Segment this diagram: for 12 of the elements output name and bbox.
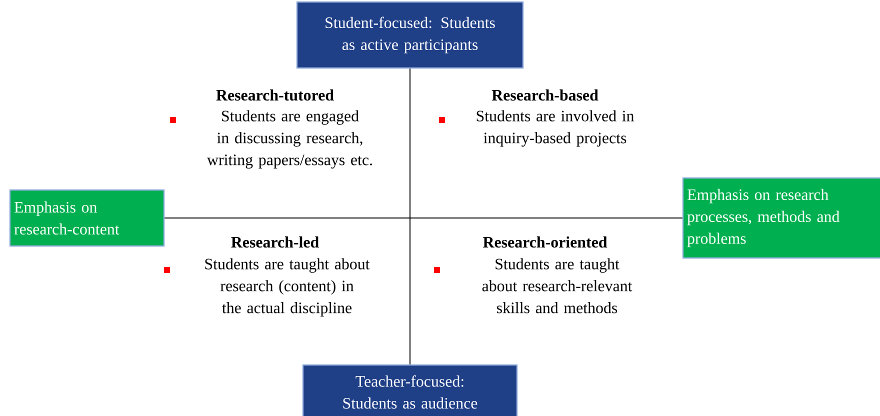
bullet-text: Students are taught about research-relevant skills and methods [482, 258, 632, 314]
bullet-text: Students are engaged in discussing research, writing papers/essays etc. [207, 110, 372, 169]
quadrant-heading: Research-based [492, 89, 598, 101]
quadrant-heading: Research-tutored [216, 89, 334, 101]
label-box: Emphasis on research-content [9, 189, 165, 247]
quadrant-heading: Research-led [231, 236, 319, 248]
label-box: Emphasis on research processes, methods and problems [682, 177, 880, 259]
label-box: Teacher-focused: Students as audience [302, 364, 518, 416]
bullet-text: Students are taught about research (content) in the actual discipline [205, 258, 370, 316]
quadrant-heading: Research-oriented [483, 236, 608, 248]
label-box: Student-focused: Students as active participants [296, 1, 524, 69]
bullet-text: Students are involved in inquiry-based projects [476, 110, 634, 147]
